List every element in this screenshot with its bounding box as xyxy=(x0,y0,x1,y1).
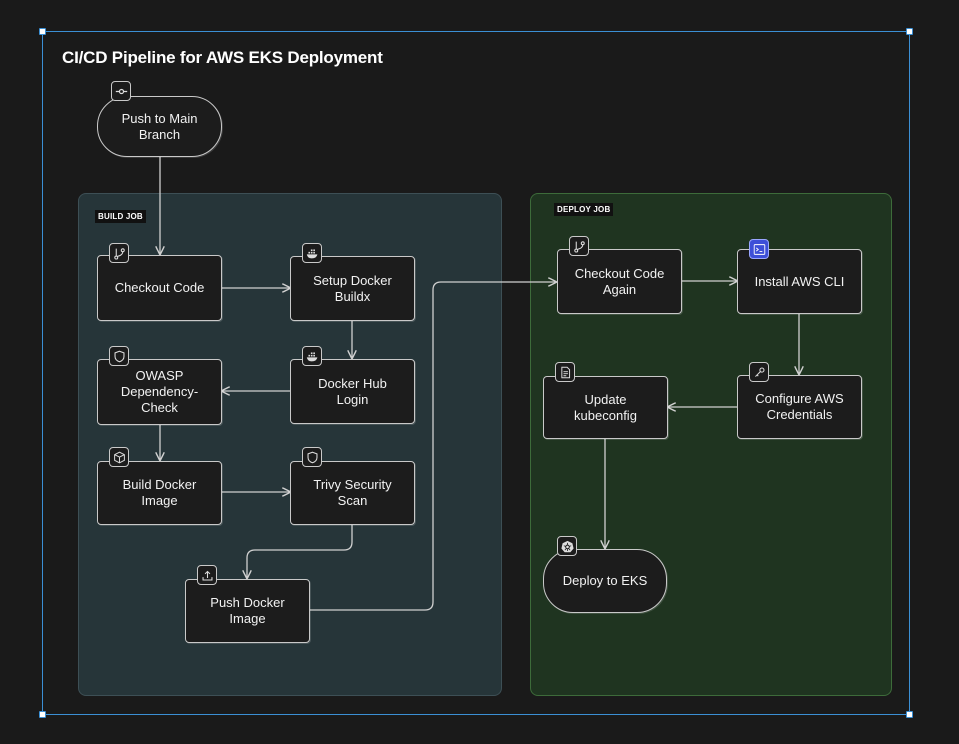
setup-docker-buildx-label: Setup Docker Buildx xyxy=(313,272,392,304)
trivy-security-scan-label: Trivy Security Scan xyxy=(313,477,392,508)
edge-trivy-to-push xyxy=(247,525,353,578)
trivy-security-scan-node[interactable]: Trivy Security Scan xyxy=(290,461,415,525)
deploy-job-label: DEPLOY JOB xyxy=(554,203,614,216)
push-to-main-node[interactable]: Push to Main Branch xyxy=(97,96,222,157)
docker-icon xyxy=(302,346,322,366)
resize-handle-top-right[interactable] xyxy=(906,28,913,35)
docker-icon xyxy=(302,243,322,263)
checkout-code-node[interactable]: Checkout Code xyxy=(97,255,222,321)
build-docker-image-node[interactable]: Build Docker Image xyxy=(97,461,222,525)
edge-push-to-checkout-again xyxy=(310,282,556,611)
diagram-title: CI/CD Pipeline for AWS EKS Deployment xyxy=(62,48,383,67)
build-job-label: BUILD JOB xyxy=(95,210,146,223)
push-to-main-label: Push to Main Branch xyxy=(121,110,198,142)
build-docker-image-label: Build Docker Image xyxy=(122,477,197,508)
key-icon xyxy=(749,362,769,382)
deploy-to-eks-label: Deploy to EKS xyxy=(562,573,648,588)
docker-hub-login-label: Docker Hub Login xyxy=(318,375,387,407)
update-kubeconfig-label: Update kubeconfig xyxy=(574,391,637,423)
owasp-dependency-check-node[interactable]: OWASP Dependency-Check xyxy=(97,359,222,425)
checkout-code-label: Checkout Code xyxy=(114,280,205,295)
configure-aws-credentials-label: Configure AWS Credentials xyxy=(755,391,844,422)
shield-icon xyxy=(302,447,322,467)
checkout-code-again-label: Checkout Code Again xyxy=(574,265,665,297)
shield-icon xyxy=(109,346,129,366)
selection-frame[interactable] xyxy=(39,28,913,718)
terminal-icon xyxy=(749,239,769,259)
install-aws-cli-label: Install AWS CLI xyxy=(754,273,845,289)
docker-hub-login-node[interactable]: Docker Hub Login xyxy=(290,359,415,424)
resize-handle-top-left[interactable] xyxy=(39,28,46,35)
push-docker-image-node[interactable]: Push Docker Image xyxy=(185,579,310,643)
update-kubeconfig-node[interactable]: Update kubeconfig xyxy=(543,376,668,439)
file-icon xyxy=(555,362,575,382)
resize-handle-bottom-right[interactable] xyxy=(906,711,913,718)
upload-icon xyxy=(197,565,217,585)
checkout-code-again-node[interactable]: Checkout Code Again xyxy=(557,249,682,314)
push-docker-image-label: Push Docker Image xyxy=(210,595,285,626)
install-aws-cli-node[interactable]: Install AWS CLI xyxy=(737,249,862,314)
package-icon xyxy=(109,447,129,467)
deploy-to-eks-node[interactable]: Deploy to EKS xyxy=(543,549,667,613)
configure-aws-credentials-node[interactable]: Configure AWS Credentials xyxy=(737,375,862,439)
commit-icon xyxy=(111,81,131,101)
resize-handle-bottom-left[interactable] xyxy=(39,711,46,718)
git-branch-icon xyxy=(569,236,589,256)
kubernetes-icon xyxy=(557,536,577,556)
owasp-dependency-check-label: OWASP Dependency-Check xyxy=(120,368,199,415)
git-branch-icon xyxy=(109,243,129,263)
setup-docker-buildx-node[interactable]: Setup Docker Buildx xyxy=(290,256,415,321)
